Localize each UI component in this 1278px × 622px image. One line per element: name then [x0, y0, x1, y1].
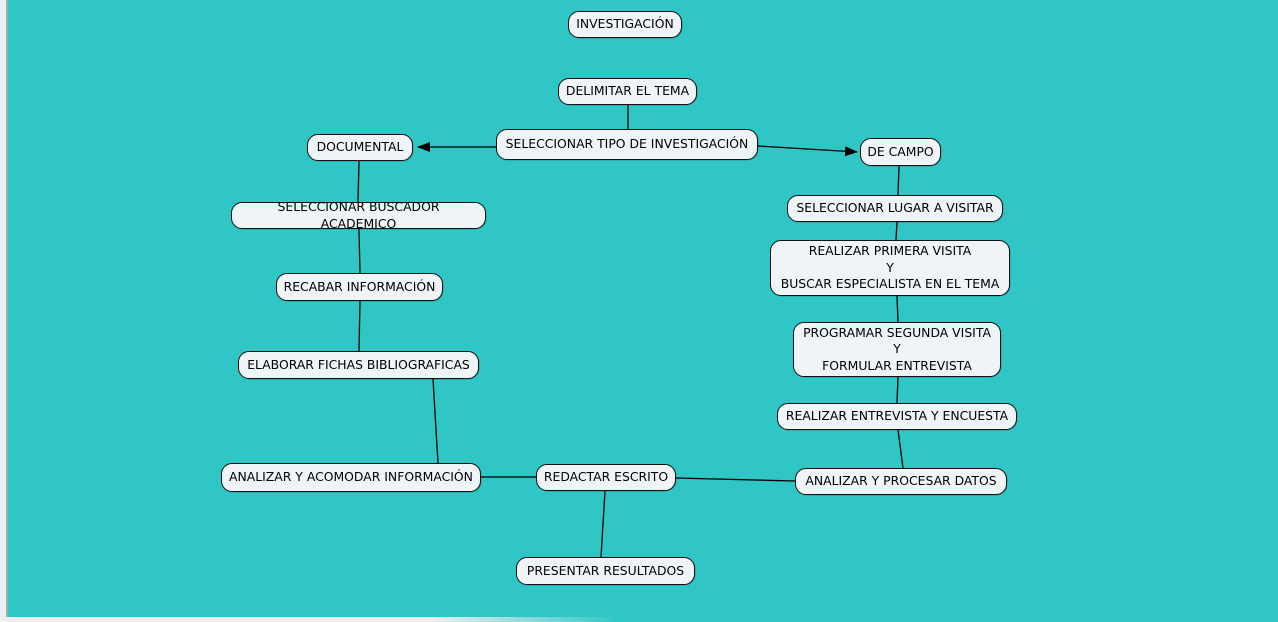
window-left-edge: [0, 0, 6, 622]
node-presentar-resultados[interactable]: PRESENTAR RESULTADOS: [516, 557, 695, 585]
node-buscador-academico[interactable]: SELECCIONAR BUSCADOR ACADEMICO: [231, 199, 486, 231]
edge-recabar-informacion--fichas-bibliograficas: [358, 300, 361, 352]
node-procesar-datos[interactable]: ANALIZAR Y PROCESAR DATOS: [795, 468, 1007, 495]
node-de-campo[interactable]: DE CAMPO: [860, 138, 941, 166]
edge-primera-visita--segunda-visita: [896, 295, 899, 323]
edge-segunda-visita--entrevista-encuesta: [896, 376, 899, 404]
edge-redactar-escrito--procesar-datos: [675, 477, 796, 482]
edge-entrevista-encuesta--procesar-datos: [897, 429, 904, 469]
node-tipo-investigacion[interactable]: SELECCIONAR TIPO DE INVESTIGACIÓN: [496, 129, 758, 160]
edge-de-campo--lugar-visitar: [897, 165, 900, 196]
window-bottom-edge: [0, 617, 620, 622]
edge-redactar-escrito--presentar-resultados: [600, 490, 606, 558]
node-documental[interactable]: DOCUMENTAL: [307, 134, 413, 161]
node-fichas-bibliograficas[interactable]: ELABORAR FICHAS BIBLIOGRAFICAS: [238, 351, 479, 379]
edge-tipo-investigacion--de-campo: [757, 145, 858, 157]
node-segunda-visita[interactable]: PROGRAMAR SEGUNDA VISITA Y FORMULAR ENTR…: [793, 322, 1001, 377]
edge-documental--buscador-academico: [357, 160, 360, 203]
node-primera-visita[interactable]: REALIZAR PRIMERA VISITA Y BUSCAR ESPECIA…: [770, 240, 1010, 296]
edge-lugar-visitar--primera-visita: [895, 221, 898, 241]
edge-buscador-academico--recabar-informacion: [358, 228, 361, 274]
node-entrevista-encuesta[interactable]: REALIZAR ENTREVISTA Y ENCUESTA: [777, 403, 1017, 430]
node-delimitar-tema[interactable]: DELIMITAR EL TEMA: [558, 78, 697, 105]
node-recabar-informacion[interactable]: RECABAR INFORMACIÓN: [276, 273, 443, 301]
node-analizar-acomodar[interactable]: ANALIZAR Y ACOMODAR INFORMACIÓN: [221, 463, 481, 492]
window-left-edge-line: [6, 0, 8, 622]
node-lugar-visitar[interactable]: SELECCIONAR LUGAR A VISITAR: [787, 195, 1003, 222]
node-redactar-escrito[interactable]: REDACTAR ESCRITO: [536, 464, 676, 491]
node-investigacion[interactable]: INVESTIGACIÓN: [568, 11, 682, 38]
edge-fichas-bibliograficas--analizar-acomodar: [432, 378, 439, 464]
